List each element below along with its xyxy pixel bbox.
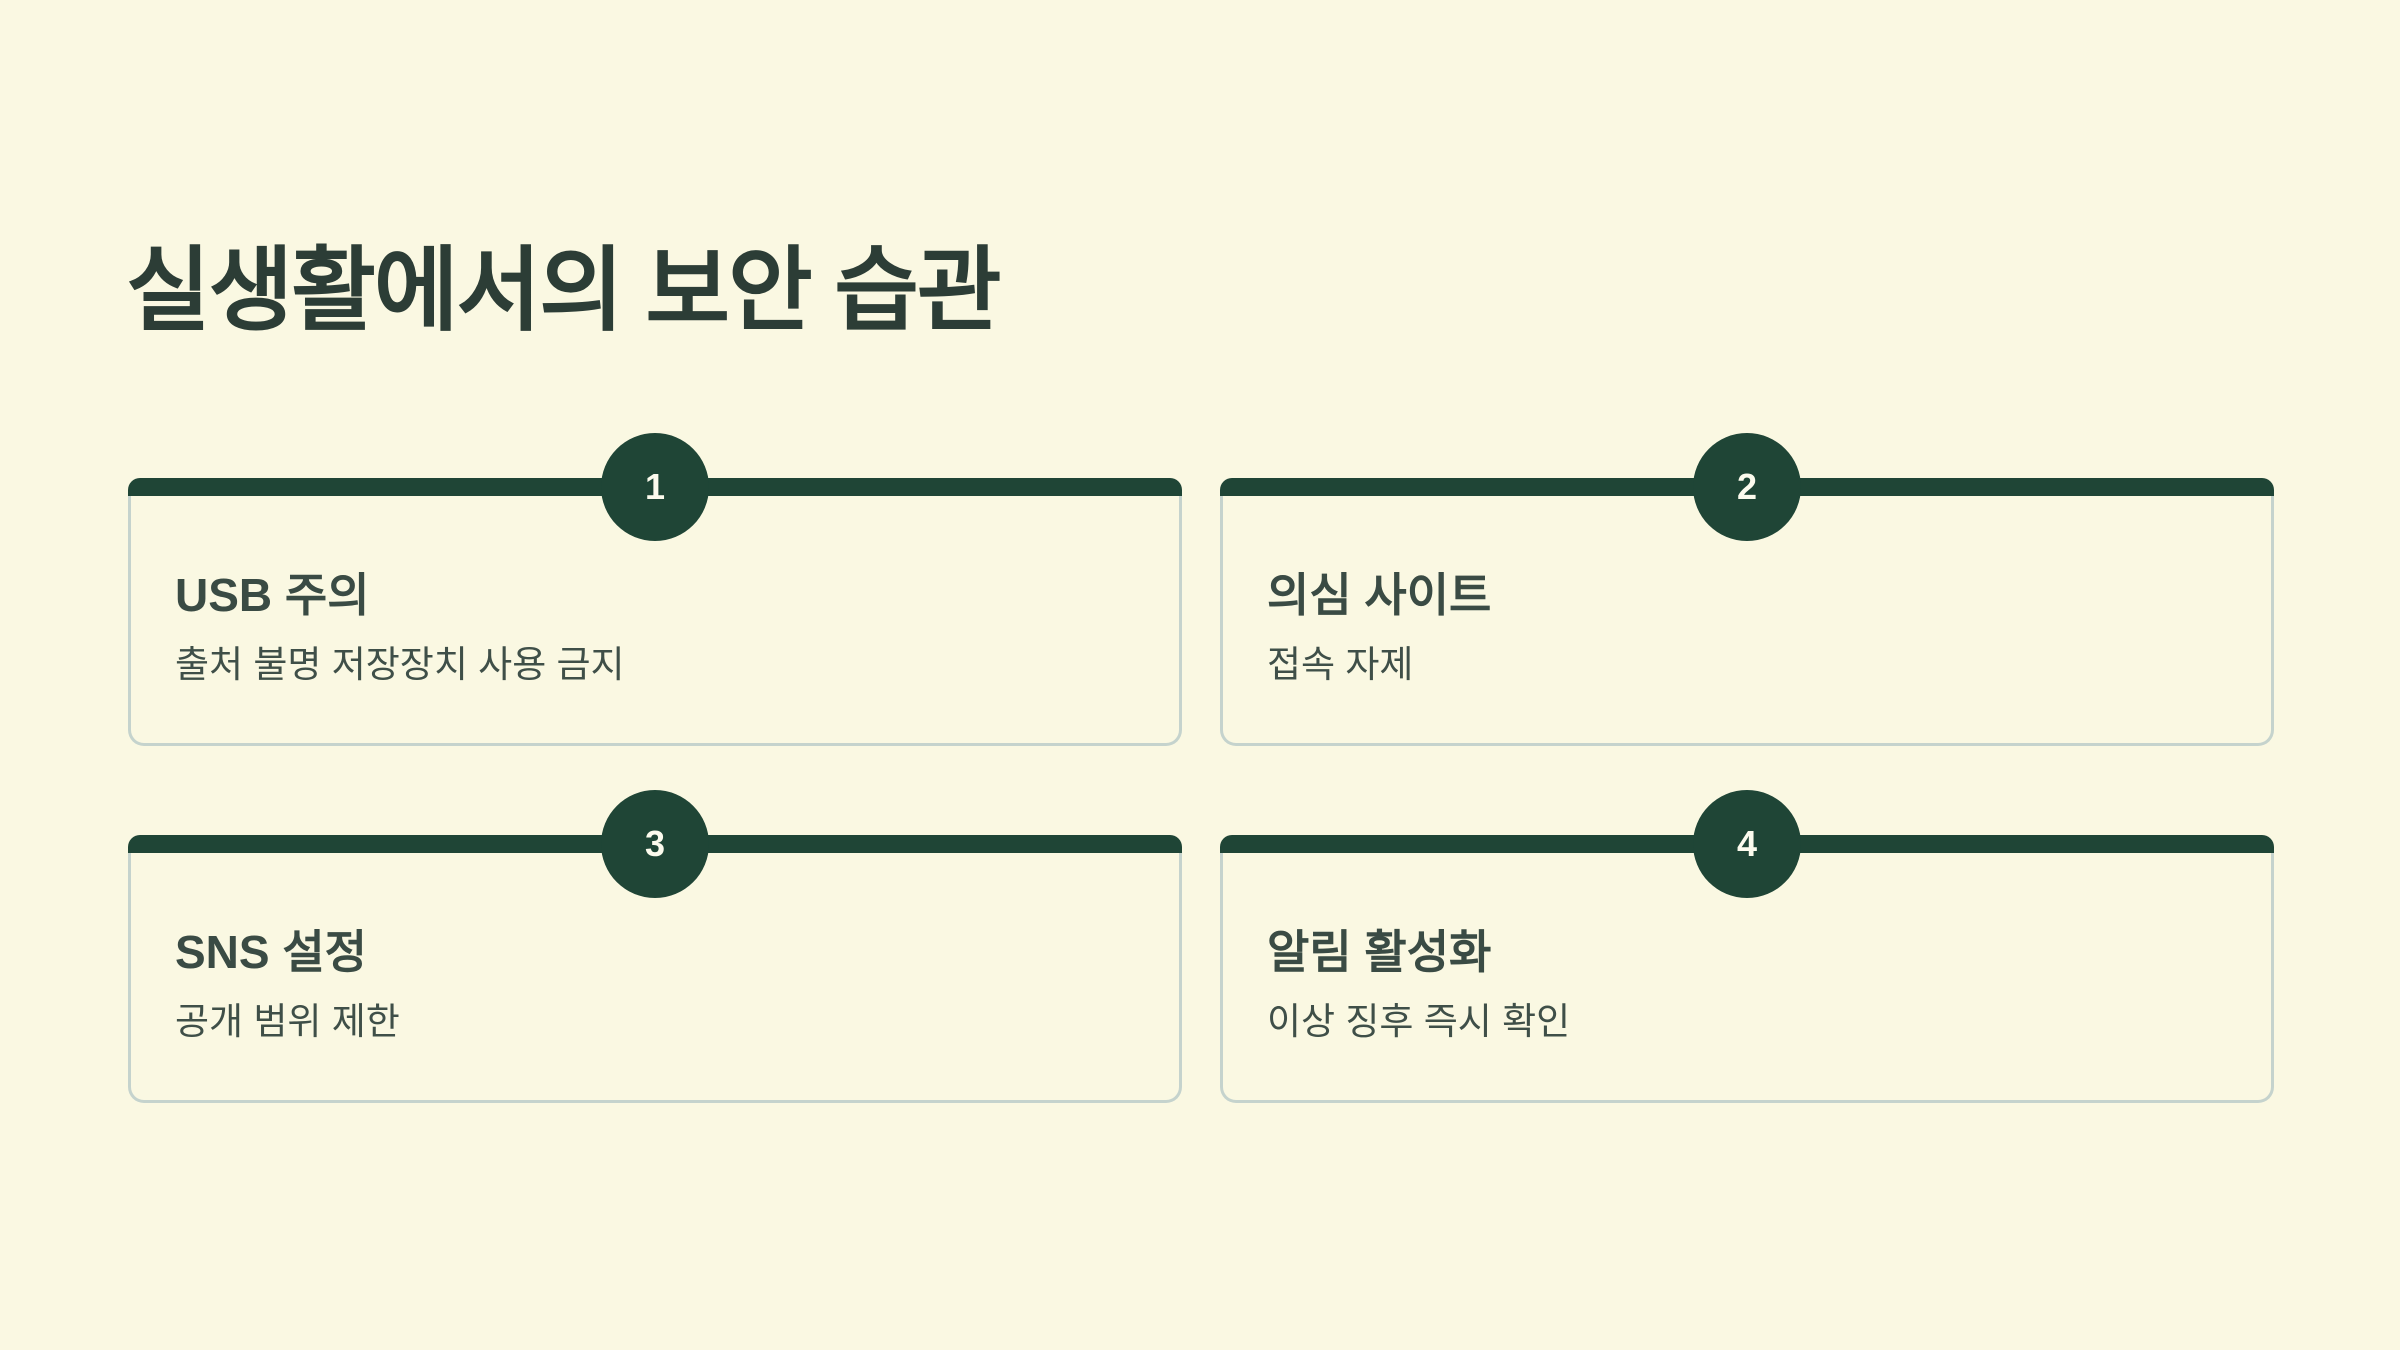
step-card-3: 3 SNS 설정 공개 범위 제한 [128,790,1182,1103]
step-number: 3 [644,823,666,864]
step-number-badge: 2 [1693,433,1801,541]
card-title: USB 주의 [175,569,370,621]
step-card-1: 1 USB 주의 출처 불명 저장장치 사용 금지 [128,433,1182,746]
step-card-4: 4 알림 활성화 이상 징후 즉시 확인 [1220,790,2274,1103]
cards-grid: 1 USB 주의 출처 불명 저장장치 사용 금지 2 의심 사이트 접속 자제… [128,433,2274,1103]
card-subtitle: 이상 징후 즉시 확인 [1267,1001,1571,1042]
step-number-badge: 1 [601,433,709,541]
page-title: 실생활에서의 보안 습관 [126,240,1002,342]
card-subtitle: 공개 범위 제한 [175,1001,400,1042]
card-title: 알림 활성화 [1267,926,1492,978]
step-card-2: 2 의심 사이트 접속 자제 [1220,433,2274,746]
step-number-badge: 3 [601,790,709,898]
step-number: 1 [644,466,666,507]
card-subtitle: 접속 자제 [1267,644,1414,685]
card-title: 의심 사이트 [1267,569,1492,621]
card-subtitle: 출처 불명 저장장치 사용 금지 [175,644,625,685]
card-title: SNS 설정 [175,926,368,978]
step-number-badge: 4 [1693,790,1801,898]
step-number: 4 [1736,823,1758,864]
step-number: 2 [1736,466,1758,507]
